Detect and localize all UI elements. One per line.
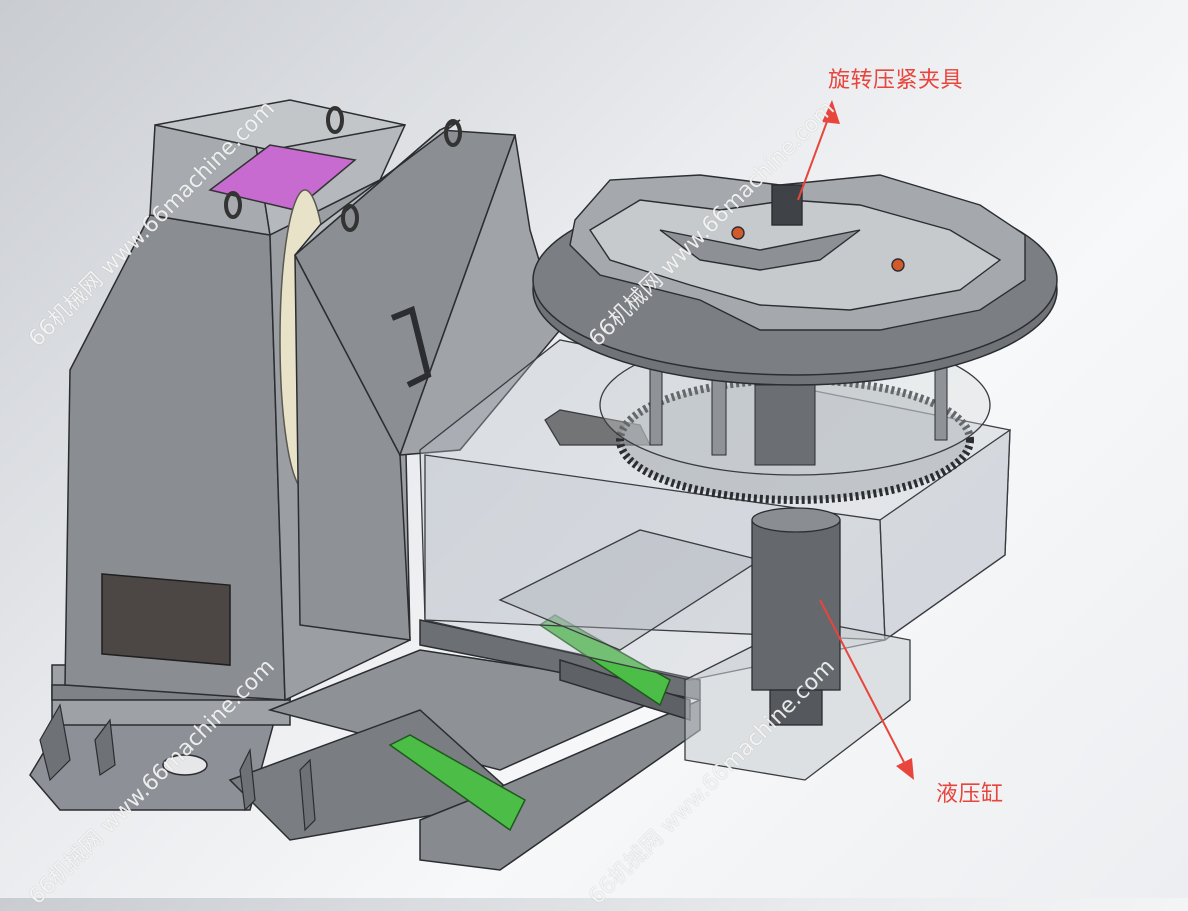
clamping-fixture [569,174,1026,331]
nameplate-front [101,573,231,666]
green-strip-back [538,614,671,707]
lifting-eye-4 [341,204,359,232]
lifting-eye-3 [444,119,462,147]
base-frame [29,619,701,871]
hydraulic-cylinder [751,507,841,726]
nameplate-top [208,144,357,211]
support-posts [649,359,948,466]
green-strip-front [388,734,526,832]
callout-label-hydraulic-cylinder: 液压缸 [936,782,1004,807]
lifting-eye-2 [224,191,242,219]
callout-arrow-top [797,100,840,201]
callout-arrow-bottom [819,599,914,780]
right-housing [294,119,561,641]
handle [390,305,432,388]
callout-label-clamp-fixture: 旋转压紧夹具 [828,68,964,93]
base-feet [39,703,316,832]
lifting-eye-1 [326,106,344,134]
